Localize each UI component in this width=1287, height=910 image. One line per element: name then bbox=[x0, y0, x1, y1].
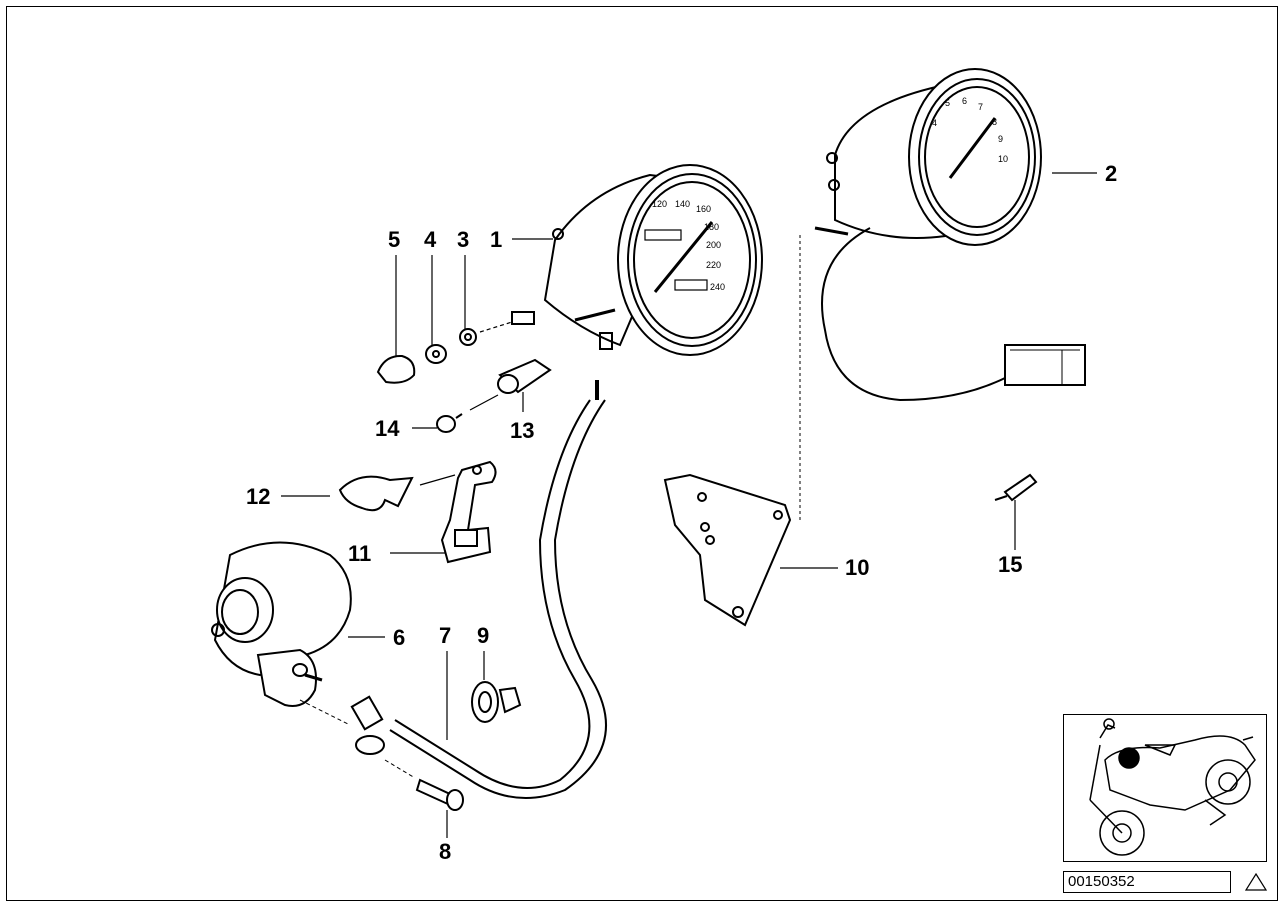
screw-8 bbox=[384, 759, 464, 811]
callout-1: 1 bbox=[490, 227, 502, 252]
svg-text:9: 9 bbox=[998, 134, 1003, 144]
location-marker bbox=[1118, 747, 1140, 769]
warning-triangle-icon bbox=[1244, 872, 1268, 891]
svg-text:8: 8 bbox=[992, 117, 997, 127]
svg-text:140: 140 bbox=[675, 199, 690, 209]
clip-12 bbox=[338, 475, 414, 512]
callout-13: 13 bbox=[510, 418, 534, 443]
svg-text:120: 120 bbox=[652, 199, 667, 209]
svg-text:6: 6 bbox=[962, 96, 967, 106]
svg-text:7: 7 bbox=[978, 102, 983, 112]
sensor-housing-6 bbox=[211, 541, 352, 707]
leader-lines bbox=[281, 172, 1097, 838]
bulb-15 bbox=[994, 473, 1038, 502]
inset-frame bbox=[1063, 714, 1267, 862]
bracket-11 bbox=[419, 460, 497, 564]
mounting-bracket-10 bbox=[663, 235, 801, 627]
callout-5: 5 bbox=[388, 227, 400, 252]
callout-6: 6 bbox=[393, 625, 405, 650]
callout-7: 7 bbox=[439, 623, 451, 648]
svg-text:240: 240 bbox=[710, 282, 725, 292]
svg-text:180: 180 bbox=[704, 222, 719, 232]
tachometer: 4 5 6 7 8 9 10 bbox=[814, 68, 1086, 402]
callout-2: 2 bbox=[1105, 161, 1117, 186]
callout-3: 3 bbox=[457, 227, 469, 252]
callout-11: 11 bbox=[348, 541, 371, 566]
callout-8: 8 bbox=[439, 839, 451, 864]
callout-15: 15 bbox=[998, 552, 1022, 577]
callout-4: 4 bbox=[424, 227, 437, 252]
speedometer: 120 140 160 180 200 220 240 bbox=[543, 164, 763, 356]
callout-12: 12 bbox=[246, 484, 270, 509]
diagram-frame bbox=[6, 6, 1278, 901]
small-fasteners bbox=[376, 311, 535, 384]
bolt-13-14 bbox=[436, 358, 552, 433]
svg-text:4: 4 bbox=[932, 118, 937, 128]
svg-text:5: 5 bbox=[945, 98, 950, 108]
document-number: 00150352 bbox=[1063, 871, 1231, 893]
callout-10: 10 bbox=[845, 555, 869, 580]
callout-labels: 1 2 3 4 5 6 7 8 9 10 11 12 13 14 15 bbox=[246, 161, 1117, 864]
callout-14: 14 bbox=[375, 416, 400, 441]
svg-text:10: 10 bbox=[998, 154, 1008, 164]
grommet-9 bbox=[471, 681, 522, 723]
svg-text:200: 200 bbox=[706, 240, 721, 250]
svg-text:220: 220 bbox=[706, 260, 721, 270]
motorcycle-inset bbox=[1089, 718, 1256, 856]
speedometer-cable-7 bbox=[299, 380, 607, 799]
callout-9: 9 bbox=[477, 623, 489, 648]
svg-text:160: 160 bbox=[696, 204, 711, 214]
